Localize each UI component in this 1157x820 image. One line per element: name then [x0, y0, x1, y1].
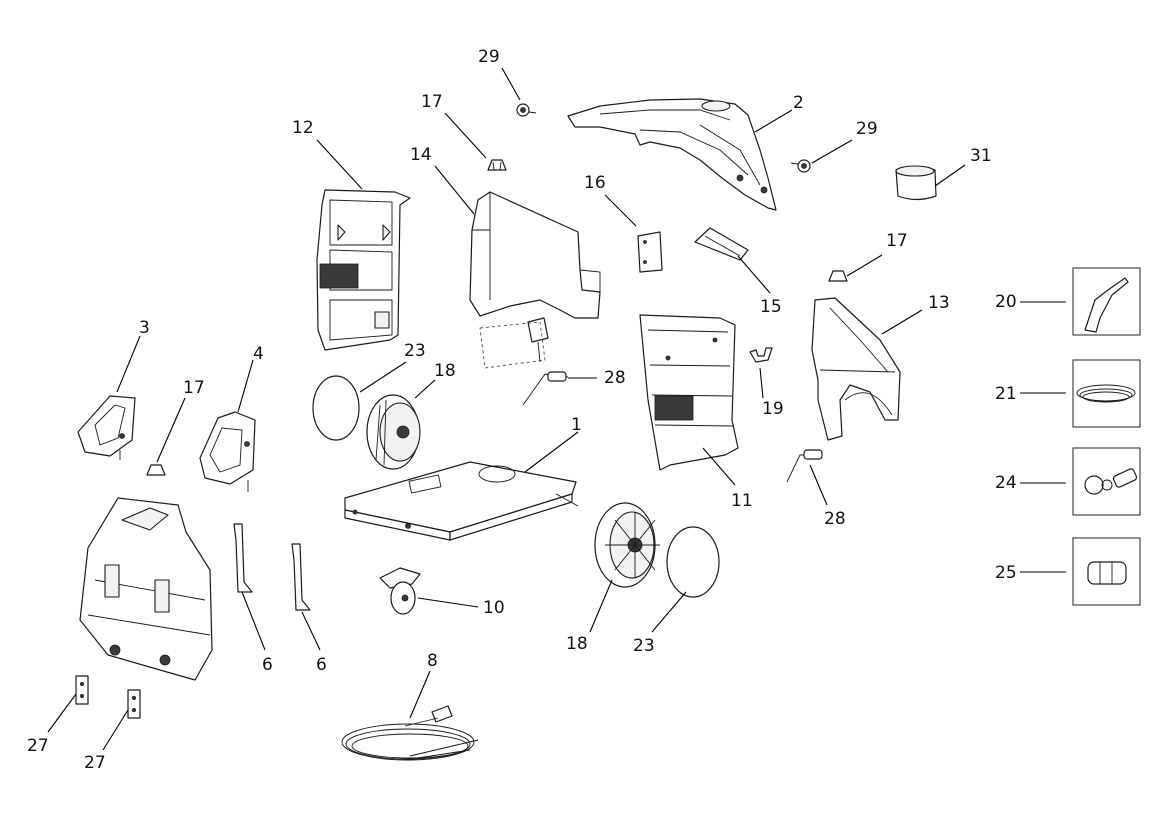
callout-1: 1 [571, 415, 582, 435]
callout-18-right: 18 [566, 634, 588, 654]
callout-29-right: 29 [856, 119, 878, 139]
part-31-cup [895, 165, 937, 201]
callout-18-left: 18 [434, 361, 456, 381]
module-box [479, 317, 549, 369]
accessory-box-25 [1072, 537, 1141, 606]
callout-23-right: 23 [633, 636, 655, 656]
part-11-front-panel [639, 314, 739, 471]
part-17-cap-left [146, 464, 166, 476]
callout-19: 19 [762, 399, 784, 419]
callout-25: 25 [995, 563, 1017, 583]
part-4-handle-right [199, 411, 256, 492]
callout-2: 2 [793, 93, 804, 113]
callout-27-left: 27 [27, 736, 49, 756]
part-2-top-cover [567, 98, 777, 211]
callout-10: 10 [483, 598, 505, 618]
part-12-back-panel [316, 189, 411, 351]
callout-4: 4 [253, 344, 264, 364]
callout-3: 3 [139, 318, 150, 338]
part-27-plate-right [127, 689, 141, 719]
callout-28-left: 28 [604, 368, 626, 388]
callout-21: 21 [995, 384, 1017, 404]
part-10-caster [379, 567, 421, 615]
callout-13: 13 [928, 293, 950, 313]
callout-17-right: 17 [886, 231, 908, 251]
callout-14: 14 [410, 145, 432, 165]
part-19-hook [749, 347, 773, 363]
callout-labels: 29 2 29 31 17 12 14 16 15 17 13 20 21 24… [27, 47, 1017, 773]
callout-23-left: 23 [404, 341, 426, 361]
callout-8: 8 [427, 651, 438, 671]
callout-29-top: 29 [478, 47, 500, 67]
part-28-fitting-right [786, 449, 823, 483]
part-27-plate-left [75, 675, 89, 705]
callout-6-right: 6 [316, 655, 327, 675]
accessory-box-24 [1072, 447, 1141, 516]
callout-12: 12 [292, 118, 314, 138]
callout-15: 15 [760, 297, 782, 317]
part-8-power-cord [341, 705, 479, 761]
callout-16: 16 [584, 173, 606, 193]
part-29-knob-top [516, 103, 537, 117]
callout-24: 24 [995, 473, 1017, 493]
callout-17-top: 17 [421, 92, 443, 112]
part-23-disc-right [666, 526, 720, 598]
callout-6-left: 6 [262, 655, 273, 675]
part-15-clip [694, 227, 749, 261]
accessory-box-21 [1072, 359, 1141, 428]
part-6-bracket-left [233, 523, 253, 593]
part-28-fitting-left [522, 371, 569, 406]
part-14-side-shroud [469, 191, 601, 319]
part-13-right-shroud [811, 297, 901, 441]
part-18-wheel-right [594, 502, 660, 588]
accessory-box-20 [1072, 267, 1141, 336]
part-1-base-plate [344, 461, 579, 541]
front-housing [79, 497, 213, 681]
part-3-handle-left [77, 395, 136, 460]
part-6-bracket-right [291, 543, 311, 611]
part-29-knob-right [790, 159, 811, 173]
callout-31: 31 [970, 146, 992, 166]
part-17-cap-right [828, 270, 848, 282]
part-23-disc-left [312, 375, 360, 441]
part-17-cap-top [487, 159, 507, 171]
callout-27-right: 27 [84, 753, 106, 773]
callout-28-right: 28 [824, 509, 846, 529]
leader-lines [47, 67, 1066, 751]
part-16-bracket [637, 231, 663, 273]
callout-20: 20 [995, 292, 1017, 312]
callout-17-left: 17 [183, 378, 205, 398]
callout-11: 11 [731, 491, 753, 511]
part-18-wheel-left [366, 394, 421, 470]
